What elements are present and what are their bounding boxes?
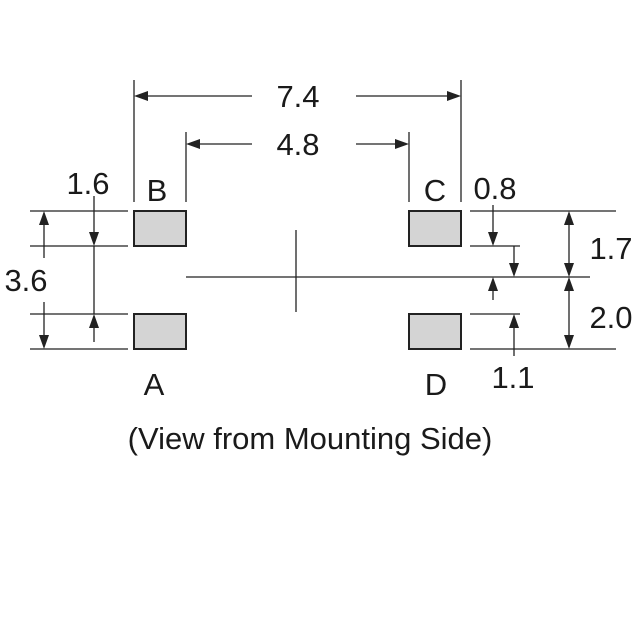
- arrowhead: [395, 139, 409, 149]
- arrowhead: [564, 211, 574, 225]
- arrowhead: [39, 211, 49, 225]
- pad-label-d: D: [425, 367, 447, 402]
- arrowhead: [564, 277, 574, 291]
- dimension-pad-height: 1.1: [491, 360, 534, 395]
- pad-label-c: C: [424, 173, 446, 208]
- arrowhead: [564, 335, 574, 349]
- pad-b: [133, 210, 187, 247]
- pad-d: [408, 313, 462, 350]
- pad-c: [408, 210, 462, 247]
- arrowhead: [488, 232, 498, 246]
- arrowhead: [39, 335, 49, 349]
- dimension-upper-offset: 1.7: [589, 231, 632, 266]
- arrowhead: [89, 314, 99, 328]
- pad-label-b: B: [147, 173, 168, 208]
- pad-a: [133, 313, 187, 350]
- arrowhead: [509, 263, 519, 277]
- dimension-overall-height: 3.6: [4, 263, 47, 298]
- dimension-pad-width: 1.6: [66, 166, 109, 201]
- arrowhead: [134, 91, 148, 101]
- dimension-overall-width: 7.4: [276, 79, 319, 114]
- arrowhead: [564, 263, 574, 277]
- caption: (View from Mounting Side): [128, 421, 493, 456]
- arrowhead: [488, 277, 498, 291]
- dimension-inner-width: 4.8: [276, 127, 319, 162]
- arrowhead: [89, 232, 99, 246]
- arrowhead: [509, 314, 519, 328]
- dimension-lower-offset: 2.0: [589, 300, 632, 335]
- pad-label-a: A: [144, 367, 165, 402]
- arrowhead: [447, 91, 461, 101]
- arrowhead: [186, 139, 200, 149]
- dimension-pad-gap: 0.8: [473, 171, 516, 206]
